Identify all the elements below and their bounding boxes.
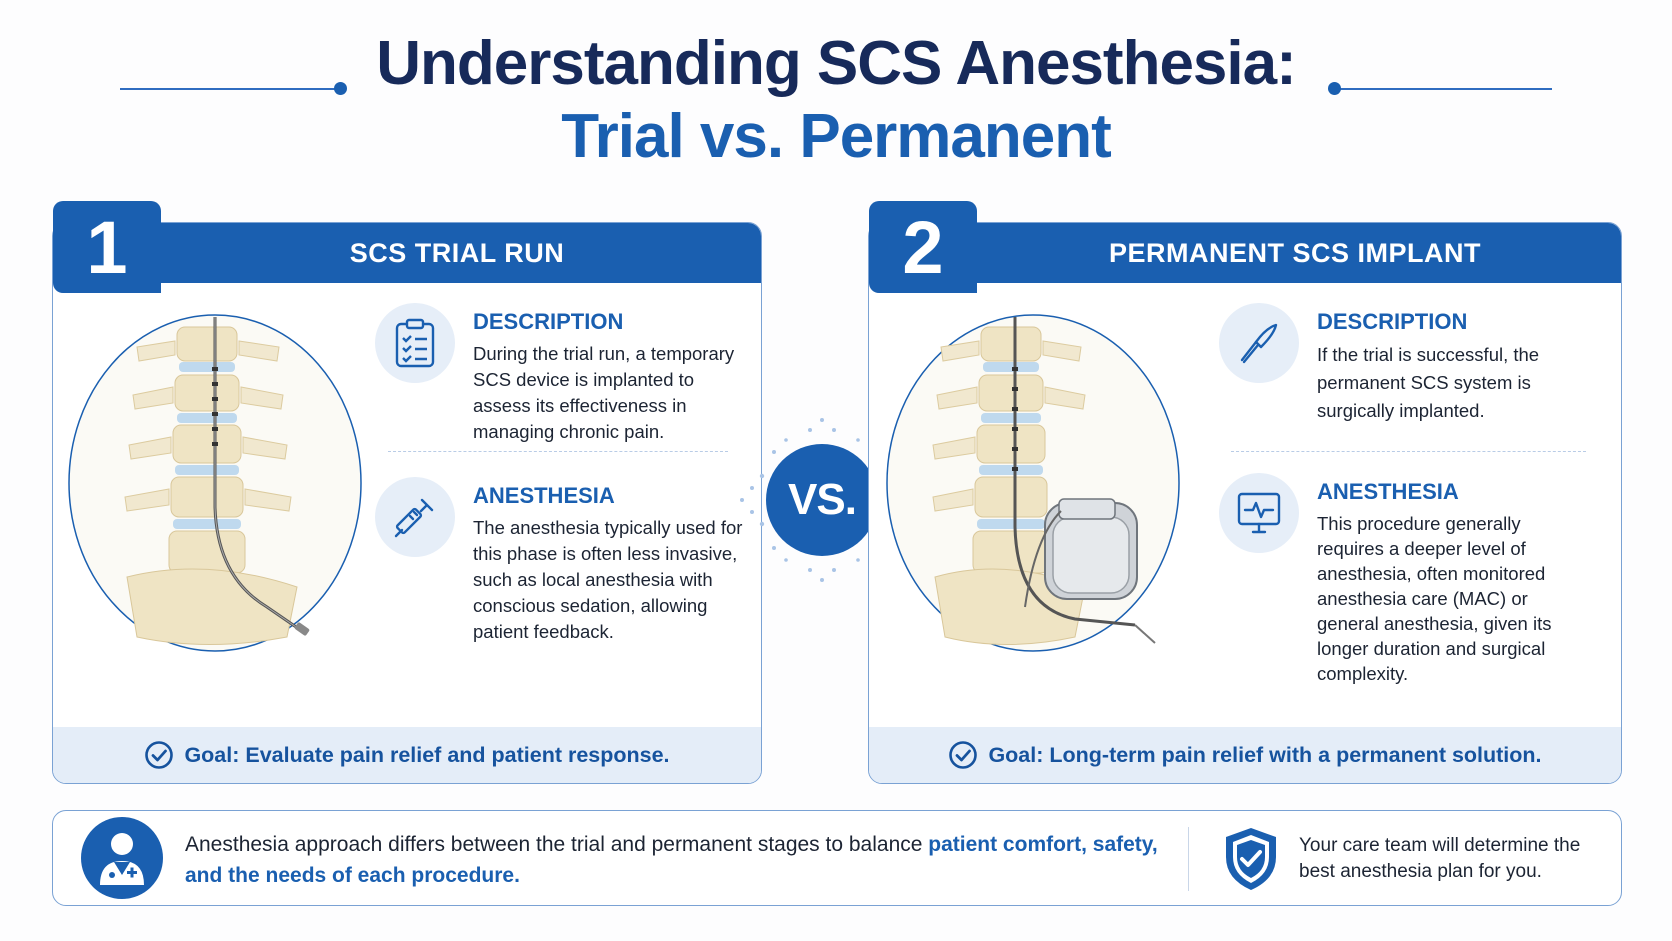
vs-badge: VS. bbox=[766, 444, 878, 556]
page-title: Understanding SCS Anesthesia: Trial vs. … bbox=[0, 28, 1672, 173]
goal-text: Goal: Long-term pain relief with a perma… bbox=[988, 742, 1542, 767]
section-divider bbox=[1231, 451, 1586, 452]
title-line-2: Trial vs. Permanent bbox=[561, 102, 1112, 172]
title-dot-left bbox=[334, 82, 347, 95]
shield-check-icon bbox=[1226, 828, 1276, 890]
check-circle-icon bbox=[949, 741, 978, 769]
description-title: DESCRIPTION bbox=[1317, 309, 1468, 334]
anesthesia-title: ANESTHESIA bbox=[1317, 479, 1459, 504]
title-rule-left bbox=[120, 88, 340, 90]
doctor-avatar-icon bbox=[81, 817, 163, 899]
scalpel-icon bbox=[1219, 303, 1299, 383]
footer-care-team-note: Your care team will determine the best a… bbox=[1299, 835, 1581, 882]
panel-number: 2 bbox=[869, 201, 977, 293]
footer-message-plain: Anesthesia approach differs between the … bbox=[185, 833, 929, 856]
title-rule-right bbox=[1330, 88, 1552, 90]
goal-text: Goal: Evaluate pain relief and patient r… bbox=[184, 742, 670, 767]
goal-banner: Goal: Long-term pain relief with a perma… bbox=[869, 727, 1621, 783]
panel-heading: PERMANENT SCS IMPLANT bbox=[969, 223, 1621, 283]
footer-message-highlight: patient comfort, safety, and the needs o… bbox=[185, 833, 1158, 887]
anesthesia-text: This procedure generally requires a deep… bbox=[1317, 513, 1552, 684]
footer-message: Anesthesia approach differs between the … bbox=[185, 829, 1185, 891]
panel-number: 1 bbox=[53, 201, 161, 293]
description-title: DESCRIPTION bbox=[473, 309, 624, 334]
check-circle-icon bbox=[145, 741, 174, 769]
anesthesia-text: The anesthesia typically used for this p… bbox=[473, 517, 743, 642]
title-line-1: Understanding SCS Anesthesia: bbox=[376, 29, 1297, 98]
spine-implant-illustration bbox=[886, 314, 1180, 652]
footer-separator bbox=[1188, 827, 1189, 891]
title-dot-right bbox=[1328, 82, 1341, 95]
panel-heading: SCS TRIAL RUN bbox=[153, 223, 761, 283]
panel-permanent-implant: PERMANENT SCS IMPLANT 2 bbox=[868, 201, 1622, 784]
anesthesia-title: ANESTHESIA bbox=[473, 483, 615, 508]
footer-banner: Anesthesia approach differs between the … bbox=[52, 810, 1622, 906]
section-divider bbox=[388, 451, 728, 452]
panel-trial-run: SCS TRIAL RUN 1 bbox=[52, 201, 762, 784]
description-text: If the trial is successful, the permanen… bbox=[1317, 344, 1540, 421]
spine-trial-illustration bbox=[68, 314, 362, 652]
monitor-icon bbox=[1219, 473, 1299, 553]
syringe-icon bbox=[375, 477, 455, 557]
description-text: During the trial run, a temporary SCS de… bbox=[473, 343, 735, 442]
goal-banner: Goal: Evaluate pain relief and patient r… bbox=[53, 727, 761, 783]
clipboard-icon bbox=[375, 303, 455, 383]
